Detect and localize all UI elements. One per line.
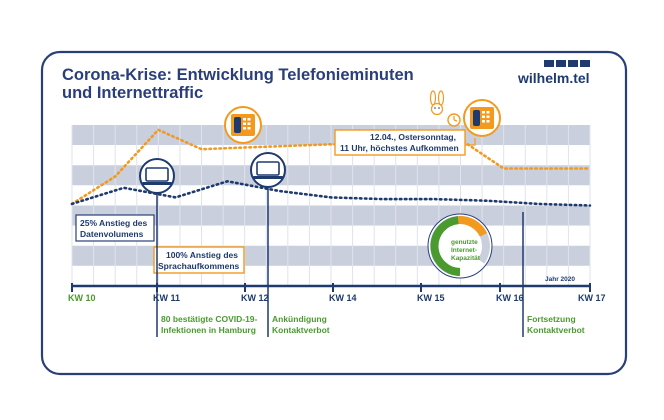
data25-line-1: 25% Anstieg des	[80, 218, 148, 228]
clock-icon	[447, 113, 461, 127]
year-label: Jahr 2020	[545, 276, 575, 283]
easter-line-1: 12.04., Ostersonntag,	[370, 132, 456, 142]
x-tick-label: KW 10	[68, 293, 96, 303]
x-tick-label: KW 15	[417, 293, 445, 303]
x-tick-label: KW 11	[153, 293, 180, 303]
chart-title-line-1: Corona-Krise: Entwicklung Telefonieminut…	[62, 66, 414, 84]
x-tick-label: KW 17	[578, 293, 606, 303]
phone-icon	[463, 99, 501, 137]
easter-connector	[465, 138, 476, 146]
covid-line-2: Infektionen in Hamburg	[161, 325, 256, 335]
series-lines	[70, 128, 592, 207]
easter-line-2: 11 Uhr, höchstes Aufkommen	[340, 143, 459, 153]
phone-icon	[224, 106, 262, 144]
gauge-label-2: Internet-	[451, 247, 477, 254]
extend-line-2: Kontaktverbot	[527, 325, 585, 335]
announce-line-2: Kontaktverbot	[272, 325, 330, 335]
internet-capacity-gauge: genutzte Internet- Kapazität	[427, 213, 493, 279]
chart-title-line-2: und Internettraffic	[62, 84, 203, 102]
announce-line-1: Ankündigung	[272, 314, 327, 324]
covid-line-1: 80 bestätigte COVID-19-	[161, 314, 258, 324]
x-tick-label: KW 12	[241, 293, 269, 303]
easter-bunny-icon	[429, 90, 445, 116]
laptop-icon	[250, 152, 286, 188]
x-tick-label: KW 16	[496, 293, 524, 303]
voice100-box	[153, 246, 245, 274]
voice100-line-1: 100% Anstieg des	[166, 250, 238, 260]
data25-box	[75, 214, 155, 242]
gauge-label-1: genutzte	[451, 239, 478, 246]
laptop-icon	[139, 158, 175, 194]
series-line-1	[70, 128, 592, 206]
gauge-label-3: Kapazität	[451, 255, 481, 262]
voice100-line-2: Sprachaufkommens	[158, 261, 240, 271]
x-tick-label: KW 14	[329, 293, 357, 303]
easter-box	[334, 129, 466, 156]
data25-line-2: Datenvolumens	[80, 229, 144, 239]
grid	[71, 125, 591, 286]
extend-line-1: Fortsetzung	[527, 314, 576, 324]
wilhelm-tel-logo: wilhelm.tel	[517, 60, 590, 86]
series-line-2	[70, 179, 592, 207]
logo-text: wilhelm.tel	[517, 70, 590, 86]
